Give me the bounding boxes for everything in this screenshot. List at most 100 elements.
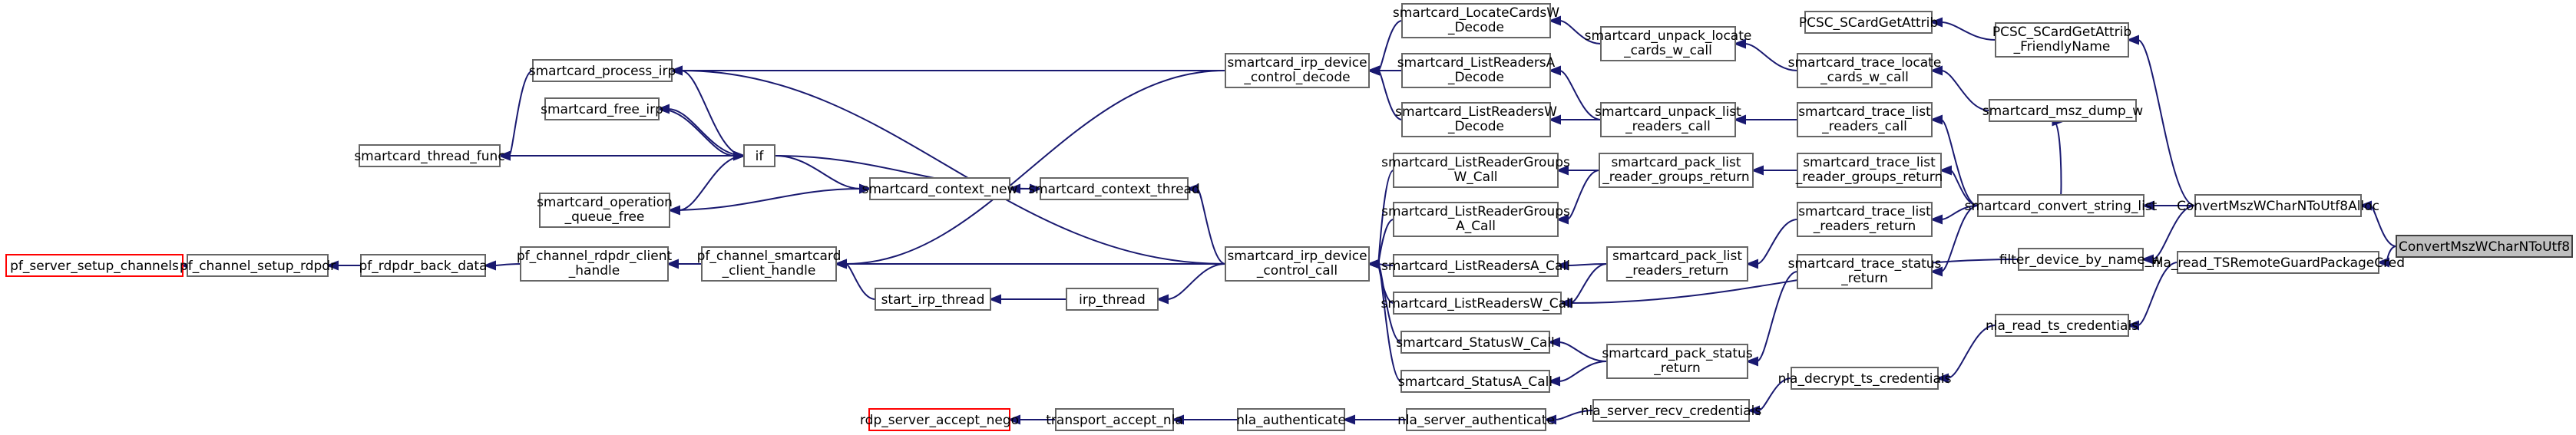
node-pf-rdpdr-back-data[interactable]: pf_rdpdr_back_data bbox=[359, 254, 488, 277]
node-smartcard-context-thread[interactable]: smartcard_context_thread bbox=[1028, 177, 1200, 200]
node-label: smartcard_pack_status bbox=[1602, 346, 1753, 361]
node-nla-read-tsremoteguardpackagecred[interactable]: nla_read_TSRemoteGuardPackageCred bbox=[2151, 251, 2405, 274]
node-label: rdp_server_accept_nego bbox=[860, 413, 1019, 428]
node-label: smartcard_unpack_locate bbox=[1585, 28, 1752, 44]
node-filter-device-by-name-w[interactable]: filter_device_by_name_w bbox=[1999, 248, 2162, 271]
edge-n3-n4 bbox=[666, 259, 703, 269]
node-label: _handle bbox=[568, 263, 620, 278]
node-smartcard-listreadersa-decode[interactable]: smartcard_ListReadersA_Decode bbox=[1397, 53, 1556, 88]
node-smartcard-thread-func[interactable]: smartcard_thread_func bbox=[354, 144, 505, 167]
node-box bbox=[1066, 288, 1159, 311]
node-convertmszwcharntoutf8[interactable]: ConvertMszWCharNToUtf8 bbox=[2396, 235, 2573, 258]
edge-n36-n40 bbox=[2126, 35, 2196, 206]
node-smartcard-free-irp[interactable]: smartcard_free_irp bbox=[541, 97, 663, 120]
edge-n46-n45 bbox=[1543, 410, 1594, 425]
node-nla-decrypt-ts-credentials[interactable]: nla_decrypt_ts_credentials bbox=[1778, 367, 1952, 390]
node-smartcard-pack-list-reader-groups-return[interactable]: smartcard_pack_list_reader_groups_return bbox=[1599, 153, 1754, 188]
node-smartcard-trace-list-readers-call[interactable]: smartcard_trace_list_readers_call bbox=[1797, 102, 1933, 137]
node-label: smartcard_context_thread bbox=[1028, 182, 1200, 197]
node-nla-server-authenticate[interactable]: nla_server_authenticate bbox=[1397, 408, 1555, 431]
node-label: _readers_return bbox=[1625, 263, 1729, 278]
node-smartcard-listreadersw-call[interactable]: smartcard_ListReadersW_Call bbox=[1381, 292, 1574, 315]
node-box bbox=[1600, 26, 1736, 61]
node-box bbox=[875, 288, 991, 311]
node-smartcard-convert-string-list[interactable]: smartcard_convert_string_list bbox=[1965, 194, 2158, 217]
node-rdp-server-accept-nego[interactable]: rdp_server_accept_nego bbox=[860, 408, 1019, 431]
node-label: W_Call bbox=[1453, 170, 1497, 185]
node-transport-accept-nla[interactable]: transport_accept_nla bbox=[1046, 408, 1183, 431]
node-box bbox=[1804, 11, 1933, 34]
node-smartcard-listreadersw-decode[interactable]: smartcard_ListReadersW_Decode bbox=[1395, 102, 1557, 137]
node-pcsc-scardgetattrib[interactable]: PCSC_SCardGetAttrib bbox=[1799, 11, 1938, 34]
node-smartcard-process-irp[interactable]: smartcard_process_irp bbox=[529, 59, 676, 82]
node-smartcard-listreadersa-call[interactable]: smartcard_ListReadersA_Call bbox=[1381, 254, 1570, 277]
node-convertmszwcharntoutf8alloc[interactable]: ConvertMszWCharNToUtf8Alloc bbox=[2177, 194, 2379, 217]
edge-n15-n24 bbox=[1367, 259, 1402, 382]
edge-n5-n6 bbox=[988, 294, 1066, 305]
node-label: smartcard_ListReadersW bbox=[1395, 104, 1557, 120]
node-label: pf_rdpdr_back_data bbox=[359, 259, 487, 274]
node-smartcard-unpack-list-readers-call[interactable]: smartcard_unpack_list_readers_call bbox=[1595, 102, 1741, 137]
node-box bbox=[1791, 367, 1939, 390]
node-label: pf_channel_rdpdr_client bbox=[517, 249, 673, 264]
node-label: smartcard_trace_list bbox=[1803, 155, 1936, 170]
node-box bbox=[1401, 3, 1551, 38]
node-smartcard-pack-status-return[interactable]: smartcard_pack_status_return bbox=[1602, 344, 1753, 379]
node-pf-channel-setup-rdpdr[interactable]: pf_channel_setup_rdpdr bbox=[180, 254, 336, 277]
edge-n47-n46 bbox=[1342, 414, 1407, 425]
node-pcsc-scardgetattrib-friendlyname[interactable]: PCSC_SCardGetAttrib_FriendlyName bbox=[1992, 22, 2131, 58]
node-label: smartcard_unpack_list bbox=[1595, 104, 1741, 120]
node-label: smartcard_trace_locate bbox=[1788, 55, 1942, 71]
node-box bbox=[1599, 153, 1754, 188]
node-if[interactable]: if bbox=[743, 144, 775, 167]
edge-n40-n42 bbox=[2359, 200, 2397, 247]
node-nla-server-recv-credentials[interactable]: nla_server_recv_credentials bbox=[1581, 399, 1762, 422]
node-smartcard-trace-locate-cards-w-call[interactable]: smartcard_trace_locate_cards_w_call bbox=[1788, 53, 1942, 88]
node-smartcard-irp-device-control-call[interactable]: smartcard_irp_device_control_call bbox=[1225, 246, 1370, 282]
node-nla-read-ts-credentials[interactable]: nla_read_ts_credentials bbox=[1986, 314, 2138, 337]
node-label: _control_call bbox=[1256, 263, 1338, 278]
node-smartcard-pack-list-readers-return[interactable]: smartcard_pack_list_readers_return bbox=[1606, 246, 1748, 282]
node-smartcard-operation-queue-free[interactable]: smartcard_operation_queue_free bbox=[537, 193, 673, 228]
node-box bbox=[360, 254, 486, 277]
node-pf-channel-smartcard-client-handle[interactable]: pf_channel_smartcard_client_handle bbox=[697, 246, 842, 282]
edge-n19-n27 bbox=[1556, 165, 1599, 176]
node-box bbox=[1977, 194, 2144, 217]
node-smartcard-context-new[interactable]: smartcard_context_new bbox=[862, 177, 1018, 200]
node-smartcard-locatecardsw-decode[interactable]: smartcard_LocateCardsW_Decode bbox=[1393, 3, 1559, 38]
node-box bbox=[1797, 202, 1933, 237]
node-smartcard-statusa-call[interactable]: smartcard_StatusA_Call bbox=[1398, 370, 1553, 393]
node-smartcard-irp-device-control-decode[interactable]: smartcard_irp_device_control_decode bbox=[1225, 53, 1370, 88]
node-nla-authenticate[interactable]: nla_authenticate bbox=[1236, 408, 1346, 431]
node-label: smartcard_LocateCardsW bbox=[1393, 5, 1559, 21]
node-box bbox=[743, 144, 775, 167]
node-smartcard-trace-status-return[interactable]: smartcard_trace_status_return bbox=[1788, 254, 1942, 289]
node-label: smartcard_ListReaderGroups bbox=[1381, 204, 1570, 219]
edge-n14-n18 bbox=[1367, 65, 1403, 120]
node-start-irp-thread[interactable]: start_irp_thread bbox=[875, 288, 991, 311]
node-pf-channel-rdpdr-client-handle[interactable]: pf_channel_rdpdr_client_handle bbox=[517, 246, 673, 282]
edge-n33-n38 bbox=[1939, 165, 1979, 206]
edge-n8-n14 bbox=[670, 65, 1225, 76]
node-box bbox=[1606, 246, 1748, 282]
node-smartcard-trace-list-readers-return[interactable]: smartcard_trace_list_readers_return bbox=[1797, 202, 1933, 237]
node-smartcard-unpack-locate-cards-w-call[interactable]: smartcard_unpack_locate_cards_w_call bbox=[1585, 26, 1752, 61]
node-label: nla_server_recv_credentials bbox=[1581, 404, 1762, 419]
node-irp-thread[interactable]: irp_thread bbox=[1066, 288, 1159, 311]
node-label: PCSC_SCardGetAttrib bbox=[1799, 15, 1938, 31]
node-box bbox=[1606, 344, 1748, 379]
node-smartcard-msz-dump-w[interactable]: smartcard_msz_dump_w bbox=[1982, 99, 2143, 122]
node-pf-server-setup-channels[interactable]: pf_server_setup_channels bbox=[5, 254, 184, 277]
node-label: if bbox=[756, 149, 765, 164]
node-box bbox=[544, 97, 660, 120]
edge-n39-n40 bbox=[2141, 205, 2196, 265]
edge-n12-n13 bbox=[1007, 183, 1041, 194]
node-smartcard-statusw-call[interactable]: smartcard_StatusW_Call bbox=[1396, 331, 1555, 354]
node-label: smartcard_ListReadersA_Call bbox=[1381, 259, 1570, 274]
edge-n8-n10 bbox=[670, 65, 745, 157]
node-smartcard-trace-list-reader-groups-return[interactable]: smartcard_trace_list_reader_groups_retur… bbox=[1795, 153, 1943, 188]
node-label: start_irp_thread bbox=[881, 292, 985, 308]
node-label: pf_server_setup_channels bbox=[10, 259, 179, 274]
